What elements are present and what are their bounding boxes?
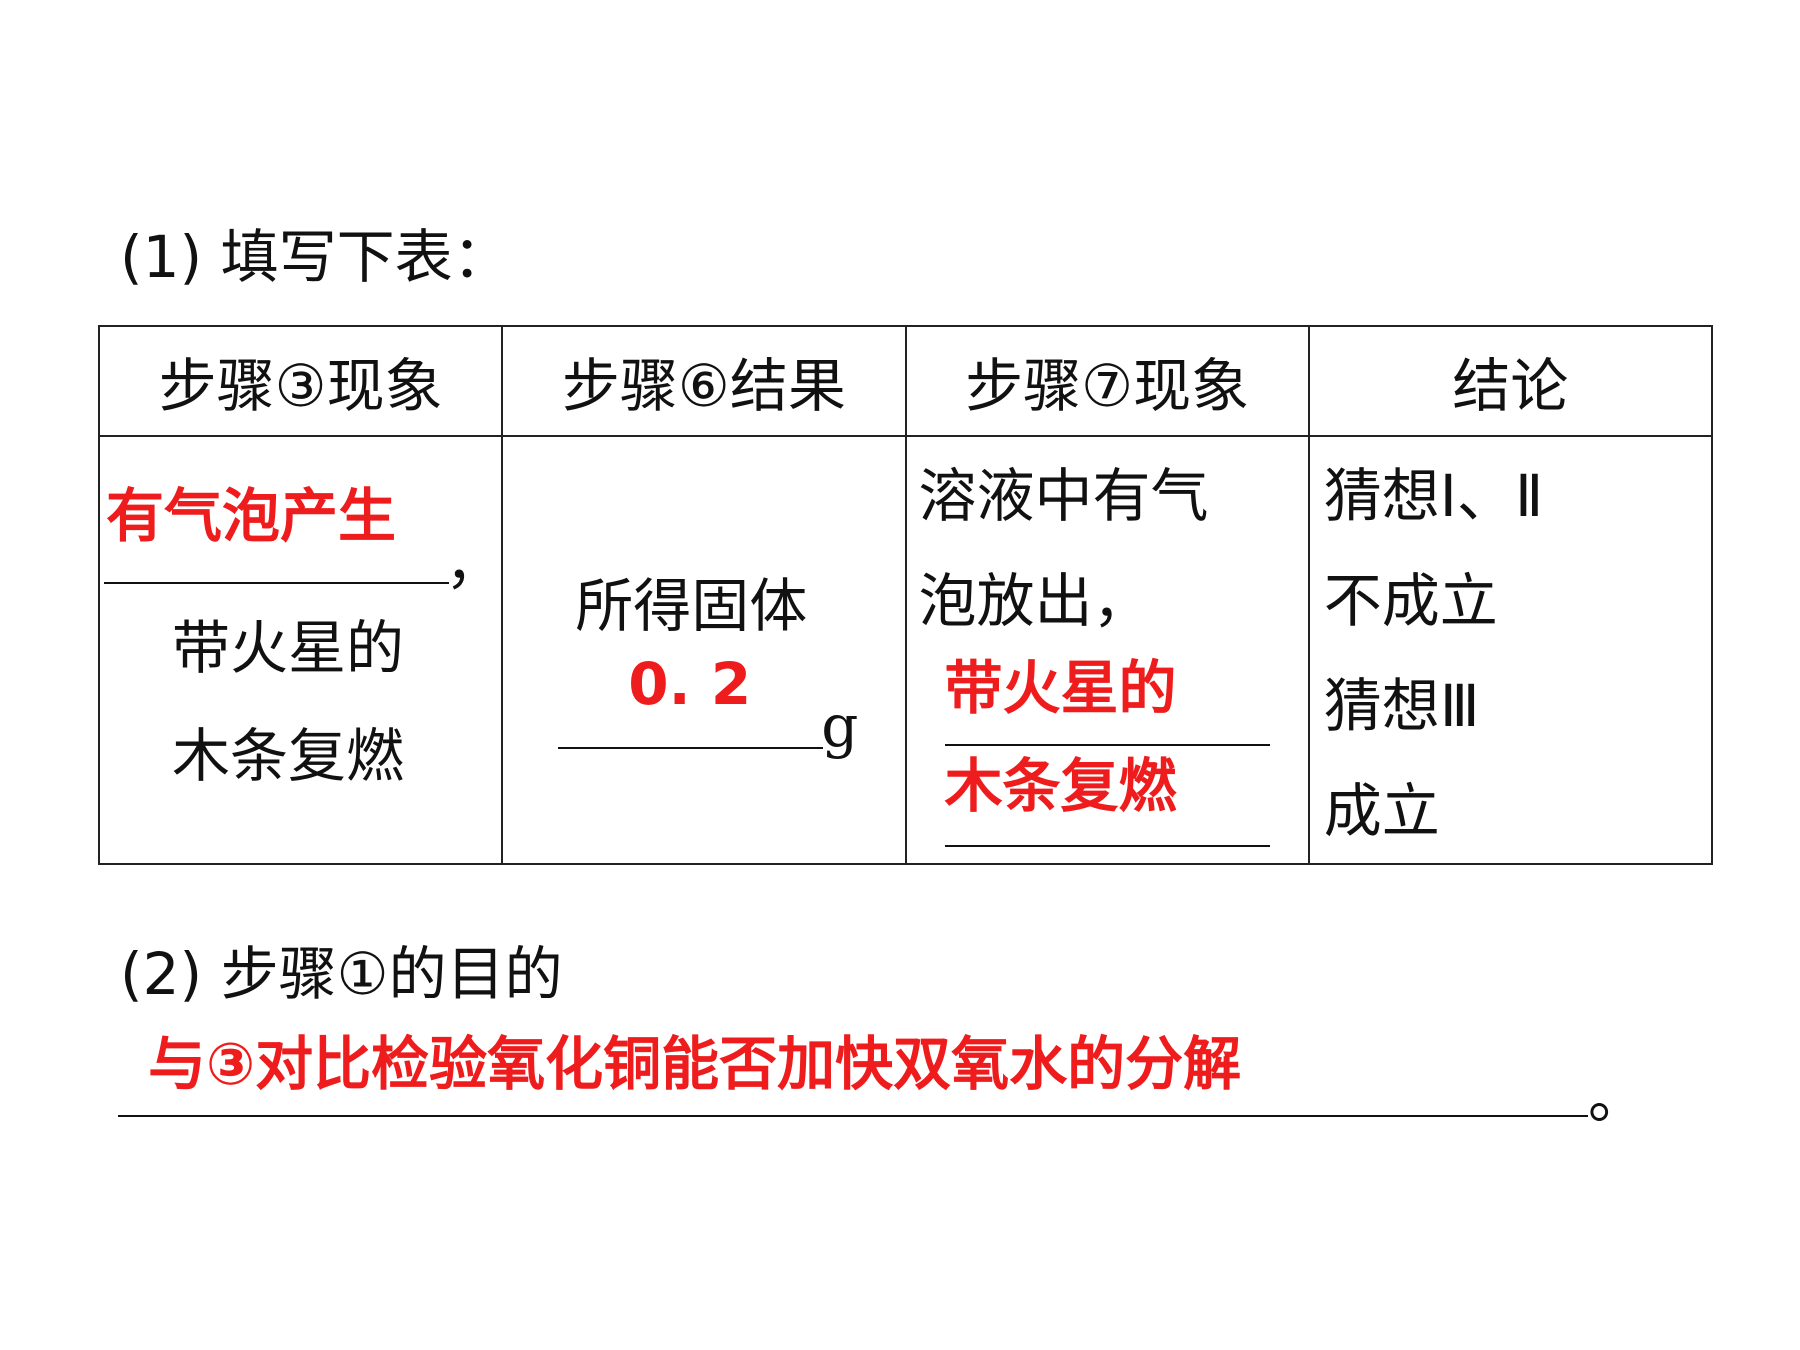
blank-line — [104, 582, 449, 584]
unit-gram: g — [821, 692, 859, 760]
question-2-label: (2) 步骤①的目的 — [120, 940, 563, 1008]
header-step3-phenomenon: 步骤③现象 — [97, 325, 504, 437]
answer-splint-reignites: 木条复燃 — [944, 752, 1177, 820]
text-splint-reignites: 木条复燃 — [172, 722, 405, 790]
header-step7-phenomenon: 步骤⑦现象 — [904, 325, 1310, 437]
cell-step7-phenomenon: 溶液中有气 泡放出， 带火星的 木条复燃 — [904, 435, 1310, 865]
answer-table: 步骤③现象 步骤⑥结果 步骤⑦现象 结论 有气泡产生 ， 带火星的 木条复燃 所… — [97, 325, 1714, 865]
table-body-row: 有气泡产生 ， 带火星的 木条复燃 所得固体 0. 2 g 溶液中有气 泡放出，… — [97, 435, 1714, 865]
text-hypothesis-1-2: 猜想Ⅰ、Ⅱ — [1323, 462, 1544, 530]
text-solid-obtained: 所得固体 — [575, 572, 808, 640]
header-conclusion: 结论 — [1307, 325, 1714, 437]
text-bubbles-released: 泡放出， — [918, 567, 1151, 635]
question-1-label: (1) 填写下表： — [120, 223, 511, 291]
cell-conclusion: 猜想Ⅰ、Ⅱ 不成立 猜想Ⅲ 成立 — [1307, 435, 1714, 865]
cell-step3-phenomenon: 有气泡产生 ， 带火星的 木条复燃 — [97, 435, 504, 865]
blank-line — [558, 747, 824, 749]
text-not-valid: 不成立 — [1323, 567, 1498, 635]
answer-mass-value: 0. 2 — [628, 650, 752, 718]
blank-line — [944, 744, 1270, 746]
answer-bubbles-produced: 有气泡产生 — [106, 482, 397, 550]
header-step6-result: 步骤⑥结果 — [501, 325, 907, 437]
answer-blank-line — [118, 1115, 1588, 1117]
text-glowing-splint: 带火星的 — [172, 614, 405, 682]
blank-line — [944, 845, 1270, 847]
answer-glowing-splint: 带火星的 — [944, 654, 1177, 722]
table-header-row: 步骤③现象 步骤⑥结果 步骤⑦现象 结论 — [97, 325, 1714, 437]
text-hypothesis-3: 猜想Ⅲ — [1323, 672, 1480, 740]
answer-purpose: 与③对比检验氧化铜能否加快双氧水的分解 — [148, 1030, 1242, 1098]
cell-step6-result: 所得固体 0. 2 g — [501, 435, 907, 865]
full-stop: 。 — [1588, 1063, 1647, 1131]
text-solution-bubbles: 溶液中有气 — [918, 462, 1209, 530]
comma: ， — [445, 529, 504, 597]
text-valid: 成立 — [1323, 777, 1440, 845]
